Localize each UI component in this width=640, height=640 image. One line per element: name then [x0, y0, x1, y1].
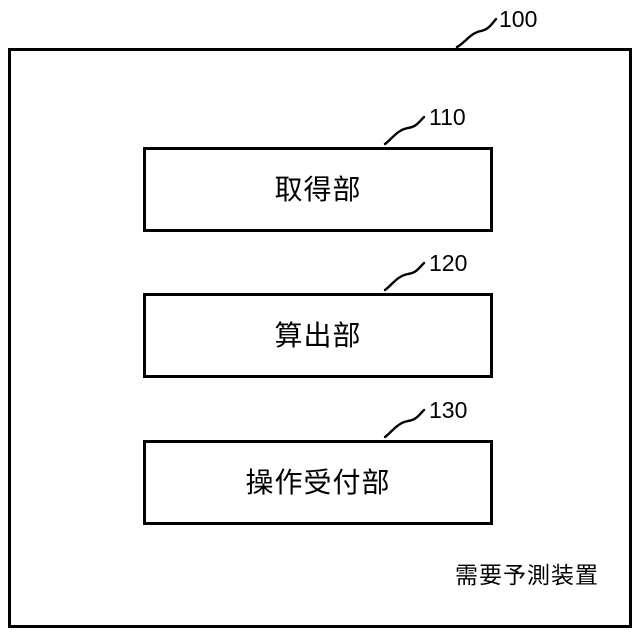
reference-numeral-100: 100: [499, 6, 538, 32]
device-frame: 取得部 算出部 操作受付部 需要予測装置: [8, 48, 632, 628]
reference-numeral-120: 120: [429, 250, 468, 276]
component-label-calculation: 算出部: [274, 318, 362, 352]
component-label-operation: 操作受付部: [245, 465, 391, 499]
device-caption: 需要予測装置: [455, 563, 599, 589]
reference-numeral-130: 130: [429, 397, 468, 423]
leader-line-100: [455, 17, 498, 49]
reference-numeral-110: 110: [429, 104, 466, 130]
component-box-acquisition: 取得部: [143, 147, 493, 232]
component-label-acquisition: 取得部: [274, 172, 362, 206]
component-box-operation: 操作受付部: [143, 440, 493, 525]
component-box-calculation: 算出部: [143, 293, 493, 378]
